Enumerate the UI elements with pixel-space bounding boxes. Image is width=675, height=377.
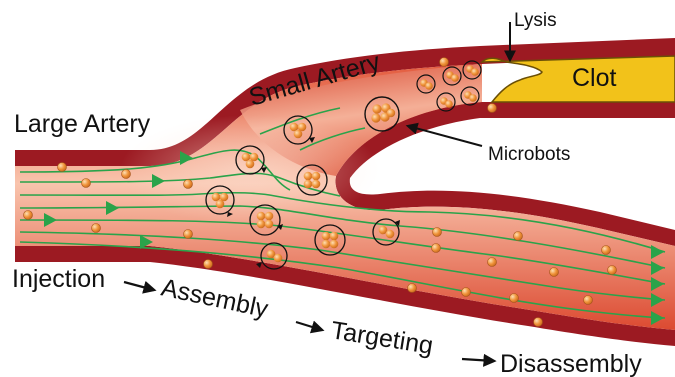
particle [440,58,449,67]
particle [24,211,33,220]
particle [432,244,441,253]
junction-glow [120,115,380,225]
lysis-label: Lysis [514,10,557,31]
particle [433,228,442,237]
particle [204,260,213,269]
particle [408,284,417,293]
particle [584,296,593,305]
particle [58,163,67,172]
step-disassembly: Disassembly [500,350,642,377]
step-targeting: Targeting [329,316,435,360]
particle [608,266,617,275]
particle [184,180,193,189]
large-artery-label: Large Artery [14,110,151,138]
particle [534,318,543,327]
particle [184,230,193,239]
particle [488,104,497,113]
particle [550,268,559,277]
microbots-label: Microbots [488,144,570,165]
black-arrow-icon [408,126,482,146]
black-arrow-icon [462,359,494,361]
clot-label: Clot [572,64,617,92]
particle [488,258,497,267]
particle [510,294,519,303]
clot: Clot [482,56,675,102]
particle [82,179,91,188]
black-arrow-icon [296,322,322,330]
step-assembly: Assembly [159,273,271,323]
particle [462,288,471,297]
black-arrow-icon [124,282,154,290]
particle [602,246,611,255]
particle [92,224,101,233]
particle [122,170,131,179]
particle [514,232,523,241]
step-injection: Injection [12,265,105,293]
